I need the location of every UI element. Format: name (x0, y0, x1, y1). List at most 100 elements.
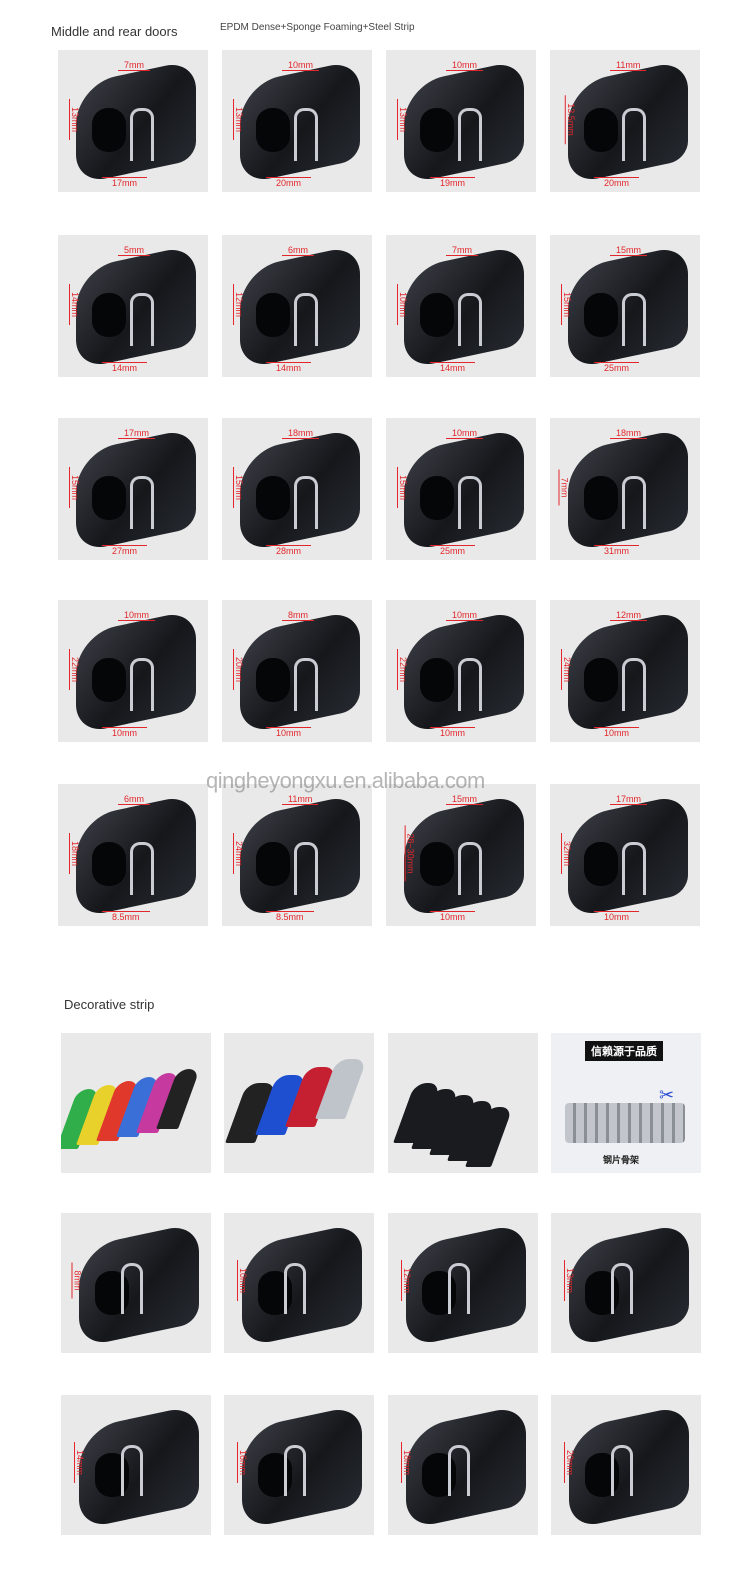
steel-clip (130, 293, 154, 346)
dimension-label: 15mm (446, 794, 484, 805)
section-title-decorative: Decorative strip (64, 997, 155, 1012)
product-image: 16mm (224, 1395, 374, 1535)
steel-clip (121, 1445, 143, 1496)
dimension-label: 14mm (430, 362, 476, 373)
dimension-label: 19mm (430, 177, 476, 188)
product-image: 8mm (61, 1213, 211, 1353)
dimension-label: 28mm (266, 545, 312, 556)
dimension-label: 7mm (446, 245, 478, 256)
profile-hollow (92, 842, 126, 886)
colored-profiles-image (224, 1033, 374, 1173)
dimension-label: 7mm (558, 469, 570, 506)
steel-clip (458, 476, 482, 529)
dimension-label: 10mm (446, 610, 484, 621)
steel-clip (622, 293, 646, 346)
product-image: 17mm 32mm 10mm (550, 784, 700, 926)
product-image: 10mm (224, 1213, 374, 1353)
steel-clip (121, 1263, 143, 1314)
dimension-label: 32mm (561, 832, 573, 875)
dimension-label: 15mm (561, 283, 573, 326)
dimension-label: 8.5mm (266, 911, 314, 922)
dimension-label: 12mm (233, 283, 245, 326)
dimension-label: 27mm (102, 545, 148, 556)
steel-clip (458, 658, 482, 711)
dimension-label: 15mm (233, 466, 245, 509)
profile-hollow (584, 658, 618, 702)
dimension-label: 10mm (430, 727, 476, 738)
product-image: 14mm (61, 1395, 211, 1535)
dimension-label: 10mm (237, 1259, 249, 1302)
watermark: qingheyongxu.en.alibaba.com (206, 768, 485, 793)
dimension-label: 5mm (118, 245, 150, 256)
dimension-label: 13mm (69, 98, 81, 141)
steel-clip (284, 1263, 306, 1314)
profile-hollow (420, 108, 454, 152)
dimension-label: 31mm (594, 545, 640, 556)
profile-hollow (92, 476, 126, 520)
dimension-label: 28~30mm (404, 825, 416, 882)
steel-clip (130, 108, 154, 161)
dimension-label: 10mm (594, 911, 640, 922)
dimension-label: 10mm (446, 428, 484, 439)
profile-hollow (92, 658, 126, 702)
steel-clip (458, 842, 482, 895)
dimension-label: 14mm (102, 362, 148, 373)
product-image: 5mm 14mm 14mm (58, 235, 208, 377)
product-image: 18mm (388, 1395, 538, 1535)
profile-hollow (584, 842, 618, 886)
profile-hollow (584, 476, 618, 520)
product-image: 12mm (388, 1213, 538, 1353)
profile-hollow (256, 293, 290, 337)
profile-hollow (256, 108, 290, 152)
product-image: 13mm (551, 1213, 701, 1353)
profile-hollow (420, 293, 454, 337)
steel-clip (458, 108, 482, 161)
dimension-label: 6mm (118, 794, 150, 805)
profile-hollow (92, 108, 126, 152)
profile-hollow (92, 293, 126, 337)
product-image: 15mm 28~30mm 10mm (386, 784, 536, 926)
steel-clip (294, 293, 318, 346)
dimension-label: 8.5mm (102, 911, 150, 922)
dimension-label: 24mm (233, 832, 245, 875)
panel-footer: 钢片骨架 (603, 1155, 640, 1165)
dimension-label: 11mm (282, 794, 319, 805)
scissors-icon: ✂ (659, 1085, 675, 1105)
dimension-label: 10mm (594, 727, 640, 738)
dimension-label: 10mm (430, 911, 476, 922)
dimension-label: 10mm (102, 727, 148, 738)
steel-clip-illustration (565, 1103, 685, 1143)
steel-clip (458, 293, 482, 346)
dimension-label: 17mm (610, 794, 648, 805)
steel-clip (448, 1445, 470, 1496)
black-strips-image (388, 1033, 538, 1173)
dimension-label: 13mm (233, 98, 245, 141)
steel-clip (130, 476, 154, 529)
dimension-label: 12mm (610, 610, 648, 621)
profile-hollow (420, 658, 454, 702)
profile-hollow (420, 476, 454, 520)
steel-clip (611, 1263, 633, 1314)
steel-clip (130, 658, 154, 711)
dimension-label: 14mm (74, 1441, 86, 1484)
steel-clip (448, 1263, 470, 1314)
profile-hollow (420, 842, 454, 886)
profile-hollow (256, 842, 290, 886)
dimension-label: 25mm (594, 362, 640, 373)
profile-hollow (584, 293, 618, 337)
dimension-label: 11mm (610, 60, 647, 71)
profile-hollow (256, 476, 290, 520)
dimension-label: 17mm (118, 428, 156, 439)
dimension-label: 17mm (102, 177, 148, 188)
dimension-label: 14mm (69, 283, 81, 326)
